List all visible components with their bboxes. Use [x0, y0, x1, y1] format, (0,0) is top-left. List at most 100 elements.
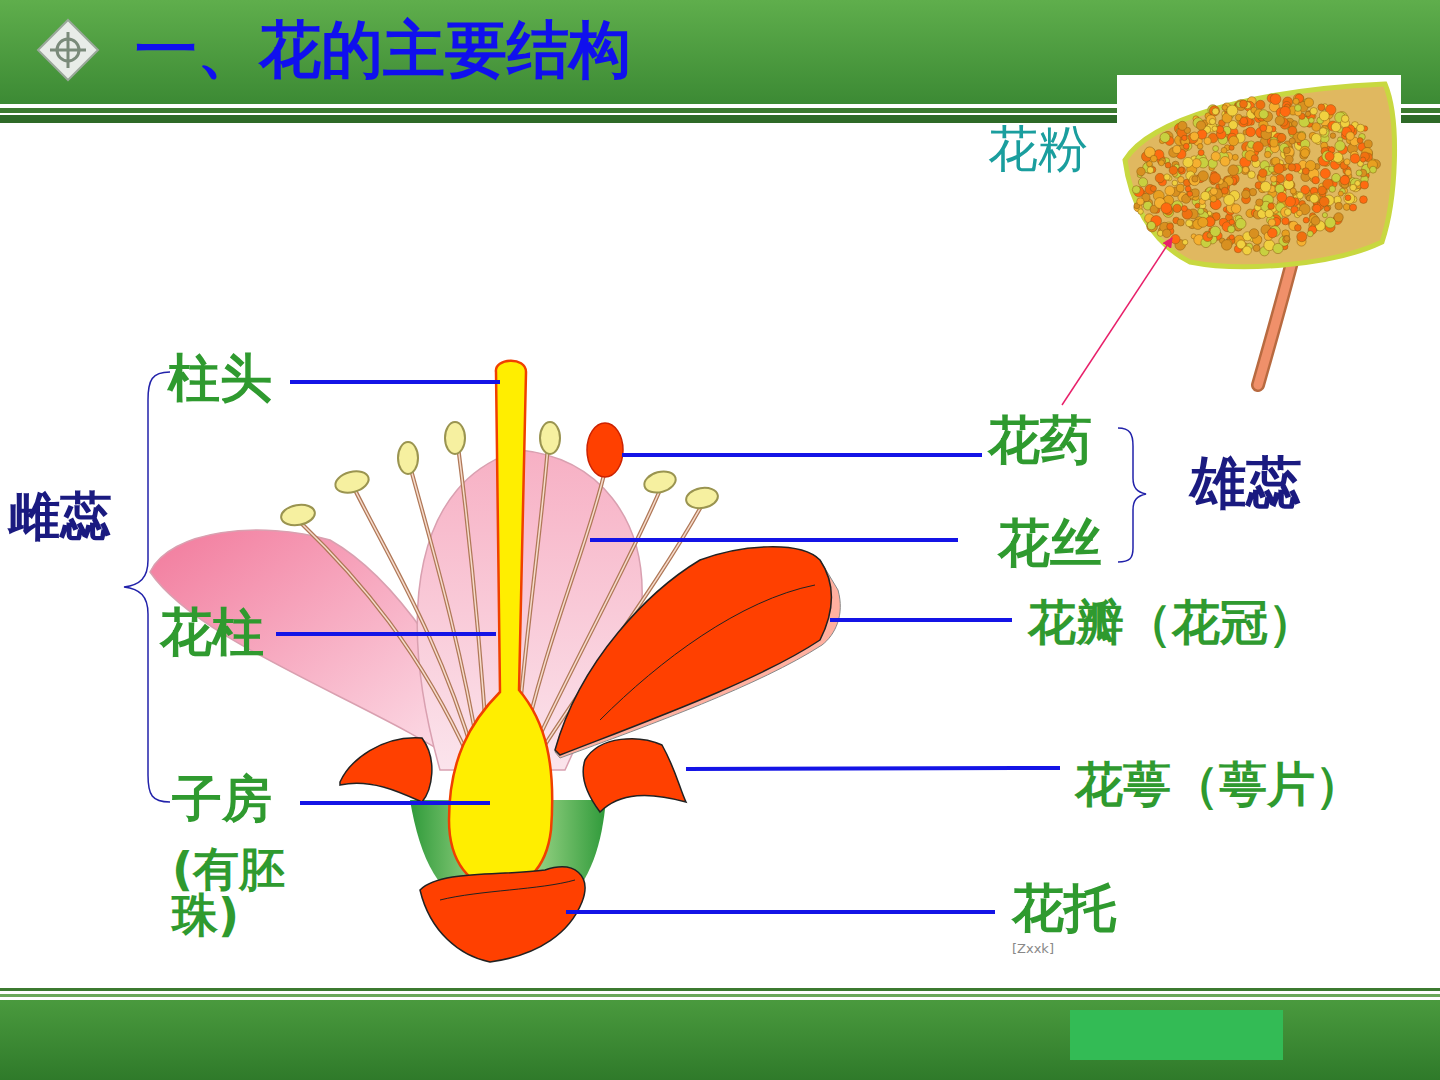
pollen-grain [1311, 134, 1321, 144]
pollen-grain [1256, 199, 1263, 206]
pollen-grain [1344, 193, 1355, 204]
part-label: 花药 [988, 412, 1092, 469]
pollen-grain [1253, 142, 1263, 152]
part-label: 花萼（萼片） [1075, 758, 1363, 811]
pollen-grain [1165, 186, 1175, 196]
pollen-grain [1297, 132, 1305, 140]
pollen-grain [1320, 128, 1329, 137]
pollen-grain [1297, 192, 1304, 199]
pollen-grain [1338, 191, 1343, 196]
pollen-grain [1290, 188, 1296, 194]
pollen-grain [1284, 209, 1291, 216]
pollen-grain [1198, 217, 1208, 227]
pollen-grain [1176, 184, 1184, 192]
pollen-grain [1201, 191, 1210, 200]
pollen-grain [1281, 207, 1291, 217]
pollen-grain [1297, 232, 1307, 242]
pollen-grain [1294, 224, 1301, 231]
pollen-grain [1297, 210, 1303, 216]
pollen-grain [1177, 219, 1184, 226]
pollen-grain [1364, 140, 1372, 148]
receptacle [420, 867, 585, 962]
pollen-grain [1209, 118, 1215, 124]
pollen-grain [1322, 212, 1327, 217]
petal-front [555, 547, 832, 755]
pollen-grain [1251, 155, 1258, 162]
pollen-grain [1270, 139, 1278, 147]
part-label: 花瓣（花冠） [1028, 596, 1316, 649]
pollen-grain [1187, 191, 1192, 196]
pistil-brace [124, 372, 170, 802]
pollen-grain [1211, 152, 1220, 161]
pollen-grain [1248, 171, 1256, 179]
pollen-grain [1340, 175, 1349, 184]
pollen-grain [1224, 194, 1235, 205]
pollen-grain [1288, 126, 1297, 135]
pollen-grain [1285, 155, 1293, 163]
part-label: 花托 [1012, 880, 1116, 937]
pollen-grain [1192, 176, 1198, 182]
pollen-grain [1268, 203, 1274, 209]
pollen-grain [1264, 151, 1271, 158]
pollen-grain [1286, 174, 1293, 181]
pollen-grain [1268, 219, 1276, 227]
part-label: 花柱 [160, 604, 264, 661]
pollen-grain [1178, 167, 1185, 174]
pollen-grain [1210, 188, 1217, 195]
pollen-grain [1360, 157, 1365, 162]
pollen-grain [1171, 235, 1180, 244]
pollen-grain [1243, 246, 1252, 255]
pollen-grain [1265, 209, 1273, 217]
pollen-grain [1346, 132, 1354, 140]
pollen-grain [1320, 169, 1330, 179]
pollen-grain [1289, 138, 1295, 144]
pollen-grain [1270, 176, 1276, 182]
part-label: 柱头 [168, 350, 272, 407]
group-label: 雄蕊 [1190, 452, 1302, 514]
anther-highlighted [587, 423, 623, 477]
pollen-grain [1280, 106, 1290, 116]
pollen-grain [1189, 175, 1200, 186]
pollen-grain [1182, 135, 1187, 140]
pollen-grain [1249, 229, 1259, 239]
pollen-grain [1232, 154, 1238, 160]
pollen-grain [1162, 229, 1170, 237]
pollen-grain [1302, 168, 1309, 175]
pollen-grain [1160, 133, 1170, 143]
pollen-grain [1253, 245, 1260, 252]
pointer-arrow [1062, 238, 1172, 405]
group-label: 雌蕊 [8, 488, 112, 545]
pollen-grain [1356, 170, 1362, 176]
pollen-grain [1370, 166, 1377, 173]
pollen-grain [1345, 195, 1351, 201]
pollen-grain [1283, 236, 1290, 243]
pollen-grain [1186, 220, 1193, 227]
pollen-grain [1273, 243, 1283, 253]
pollen-grain [1277, 133, 1286, 142]
stamen-brace [1118, 428, 1146, 562]
pollen-grain [1275, 184, 1284, 193]
pollen-grain [1313, 204, 1321, 212]
pollen-grain [1350, 204, 1357, 211]
pollen-grain [1212, 108, 1219, 115]
pollen-grain [1319, 111, 1329, 121]
pollen-grain [1318, 104, 1325, 111]
pollen-grain [1173, 204, 1181, 212]
pollen-grain [1198, 208, 1204, 214]
pollen-grain [1343, 204, 1350, 211]
pollen-grain [1183, 143, 1189, 149]
pollen-grain [1198, 150, 1204, 156]
pollen-grain [1195, 203, 1200, 208]
pollen-grain [1332, 173, 1341, 182]
pollen-grain [1345, 169, 1351, 175]
pollen-grain [1301, 149, 1310, 158]
pollen-grain [1309, 118, 1315, 124]
pollen-grain [1178, 121, 1187, 130]
pollen-grain [1138, 178, 1147, 187]
sepal [340, 738, 432, 802]
pollen-grain [1150, 186, 1156, 192]
pollen-grain [1190, 132, 1199, 141]
pollen-grain [1324, 206, 1330, 212]
pollen-grain [1310, 107, 1317, 114]
part-note: (有胚珠) [172, 846, 322, 938]
